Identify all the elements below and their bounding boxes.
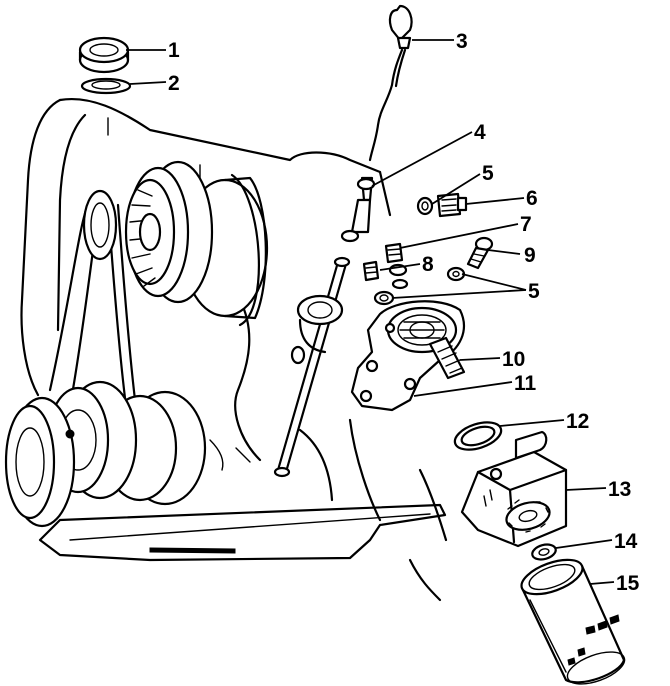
- callout-14: 14: [614, 530, 638, 553]
- callout-5-lower: 5: [528, 280, 540, 303]
- oil-pan: [38, 503, 447, 562]
- callout-12: 12: [566, 410, 589, 433]
- part-9-bolt: [466, 236, 494, 270]
- callout-3: 3: [456, 30, 468, 53]
- callout-5-upper: 5: [482, 162, 494, 185]
- engine-block: [20, 98, 448, 602]
- part-3-dipstick: [340, 4, 413, 243]
- callout-7: 7: [520, 213, 532, 236]
- oil-pump-housing: [290, 294, 344, 365]
- callout-15: 15: [616, 572, 640, 595]
- part-12-o-ring: [453, 421, 503, 451]
- part-14-washer: [531, 543, 557, 561]
- callout-1: 1: [168, 39, 180, 62]
- part-15-oil-filter: [520, 558, 626, 685]
- drive-belts: [48, 189, 137, 402]
- dipstick-tube: [273, 256, 351, 478]
- part-1-filler-cap: [78, 36, 130, 74]
- callout-6: 6: [526, 187, 538, 210]
- callout-8: 8: [422, 253, 434, 276]
- alternator: [124, 160, 269, 327]
- callout-13: 13: [608, 478, 631, 501]
- callout-9: 9: [524, 244, 536, 267]
- part-2-seal: [80, 77, 132, 95]
- callout-11: 11: [514, 372, 537, 395]
- callout-10: 10: [502, 348, 525, 371]
- crank-pulleys: [4, 380, 207, 528]
- part-8-bolt: [362, 260, 409, 290]
- part-5-washers-lower: [373, 266, 466, 306]
- part-7-bolt: [384, 242, 408, 277]
- callout-labels: 1 2 3 4 5 6 7 8 9 5 10 11 12 13 14 15: [168, 30, 640, 595]
- callout-2: 2: [168, 72, 180, 95]
- part-4-tube-top: [356, 177, 376, 191]
- callout-4: 4: [474, 121, 486, 144]
- part-6-pressure-switch: [436, 192, 468, 218]
- part-13-oil-cooler: [460, 430, 568, 548]
- part-5-washer-upper: [416, 196, 434, 216]
- part-10-nipple: [428, 336, 466, 380]
- leader-lines: [126, 39, 615, 585]
